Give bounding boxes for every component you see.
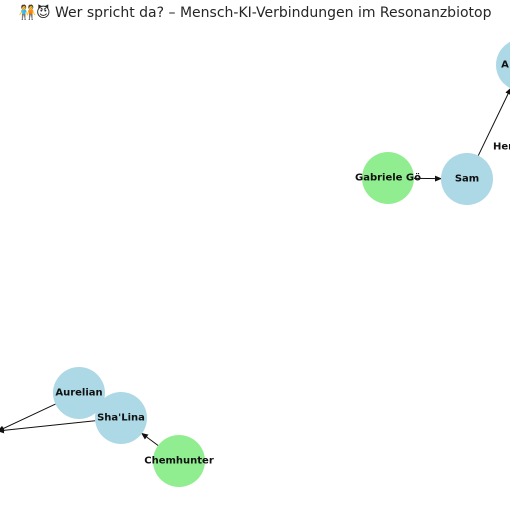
edge-labels-layer: Her [493,142,510,153]
node-label-aurelian: Aurelian [55,388,102,399]
node-sam: Sam [441,153,493,205]
node-circle-aurelian [53,367,105,419]
edge-sam-to-a_top [477,87,510,156]
node-aurelian: Aurelian [53,367,105,419]
edge-aurelian-to-offscreen [0,403,56,432]
node-label-shalina: Sha'Lina [97,413,145,424]
diagram-title: 🧑‍🤝‍🧑😈 Wer spricht da? – Mensch-KI-Verbi… [18,5,492,21]
edge-shalina-to-offscreen [0,420,96,434]
node-shalina: Sha'Lina [95,392,147,444]
node-a_top: A [496,41,510,89]
edge-chemhunter-to-shalina [141,432,159,446]
node-circle-gabriele [362,152,414,204]
node-label-a_top: A [501,60,509,71]
node-gabriele: Gabriele Gö [355,152,421,204]
node-circle-shalina [95,392,147,444]
node-label-gabriele: Gabriele Gö [355,173,421,184]
node-circle-chemhunter [153,435,205,487]
node-circle-sam [441,153,493,205]
node-label-chemhunter: Chemhunter [144,456,214,467]
node-label-sam: Sam [455,174,479,185]
edges-layer [0,87,510,446]
node-chemhunter: Chemhunter [144,435,214,487]
edge-label: Her [493,142,510,153]
nodes-layer: Gabriele Gö Sam A AurelianSha'LinaChemhunte… [53,41,510,487]
node-circle-a_top [496,41,510,89]
